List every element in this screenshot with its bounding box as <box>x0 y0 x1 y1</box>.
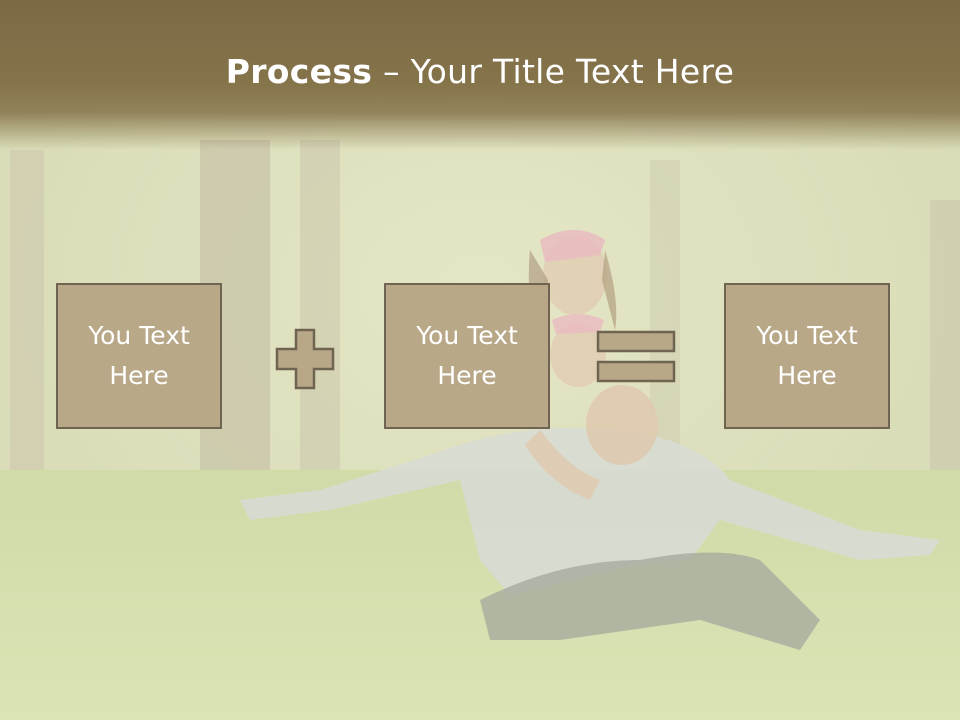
process-box-text: You Text Here <box>756 321 858 390</box>
slide-title: Process – Your Title Text Here <box>0 52 960 91</box>
process-box-text: You Text Here <box>416 321 518 390</box>
title-bold: Process <box>225 52 373 91</box>
process-box-text: You Text Here <box>88 321 190 390</box>
title-rest: – Your Title Text Here <box>372 52 735 91</box>
process-box-1[interactable]: You Text Here <box>56 283 222 429</box>
plus-icon <box>275 328 335 390</box>
equals-icon <box>596 330 676 383</box>
process-box-2[interactable]: You Text Here <box>384 283 550 429</box>
title-band <box>0 0 960 150</box>
process-box-3[interactable]: You Text Here <box>724 283 890 429</box>
